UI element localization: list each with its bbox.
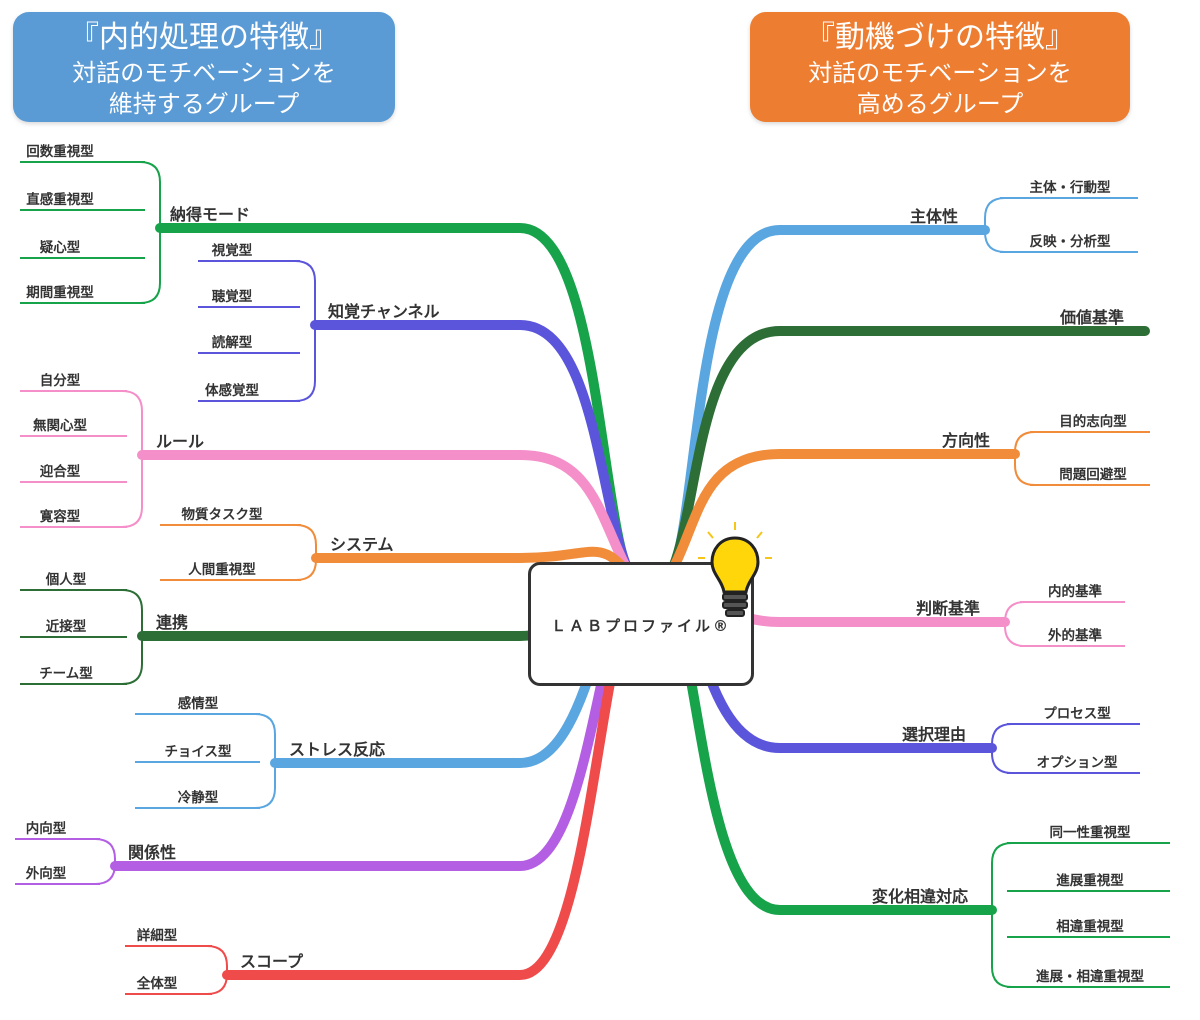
branch-line [155, 223, 637, 585]
branch-hub [984, 197, 1006, 253]
leaf-label: 相違重視型 [1056, 918, 1124, 935]
branch-label: ストレス反応 [289, 740, 385, 759]
leaf-label: 反映・分析型 [1030, 233, 1111, 250]
branch-hub [94, 838, 116, 885]
branch-hub [1014, 431, 1036, 486]
header-internal-processing: 『内的処理の特徴』 対話のモチベーションを 維持するグループ [13, 12, 395, 122]
leaf-label: 目的志向型 [1059, 413, 1127, 430]
header-left-title: 『内的処理の特徴』 [69, 20, 339, 55]
branch-hub [121, 390, 143, 528]
leaf-label: 期間重視型 [26, 284, 94, 301]
branch-hub [294, 260, 316, 402]
lightbulb-icon [698, 522, 772, 617]
leaf-label: プロセス型 [1043, 705, 1111, 722]
branch-label: 主体性 [910, 207, 958, 226]
leaf-label: 感情型 [178, 695, 219, 712]
leaf-label: 聴覚型 [212, 288, 253, 305]
leaf-label: 読解型 [212, 334, 253, 351]
branch-hub [1004, 601, 1026, 647]
leaf-label: 個人型 [45, 571, 87, 588]
branch-hub [254, 713, 276, 809]
branch-hub [991, 842, 1013, 988]
branch-hub [121, 589, 143, 685]
branch-label: システム [330, 535, 394, 554]
header-left-line1: 対話のモチベーションを [72, 59, 336, 87]
header-right-line1: 対話のモチベーションを [808, 59, 1072, 87]
header-right-title: 『動機づけの特徴』 [805, 20, 1075, 55]
branch-hub [139, 161, 161, 304]
leaf-label: 進展・相違重視型 [1036, 968, 1144, 985]
leaf-label: 近接型 [46, 618, 87, 635]
branch-label: 知覚チャンネル [328, 302, 440, 321]
branch-label: 方向性 [942, 431, 990, 450]
center-node: ＬＡＢプロファイル® [528, 562, 754, 686]
leaf-label: オプション型 [1037, 754, 1118, 771]
branch-label: 変化相違対応 [872, 887, 968, 906]
header-motivation: 『動機づけの特徴』 対話のモチベーションを 高めるグループ [750, 12, 1130, 122]
branch-label: 納得モード [170, 205, 250, 224]
leaf-label: 物質タスク型 [182, 506, 263, 523]
leaf-label: 自分型 [40, 372, 81, 389]
leaf-label: 無関心型 [33, 417, 87, 434]
leaf-label: 直感重視型 [26, 191, 94, 208]
leaf-label: 寛容型 [40, 508, 81, 525]
leaf-label: 内的基準 [1048, 583, 1102, 600]
leaf-label: 視覚型 [211, 242, 253, 259]
leaf-label: 進展重視型 [1056, 872, 1124, 889]
branch-label: スコープ [240, 952, 304, 971]
leaf-label: 問題回避型 [1059, 466, 1127, 483]
leaf-label: 主体・行動型 [1030, 179, 1111, 196]
center-label: ＬＡＢプロファイル® [550, 617, 731, 635]
leaf-label: 疑心型 [40, 239, 81, 256]
leaf-label: 冷静型 [178, 789, 219, 806]
leaf-label: 外向型 [26, 865, 67, 882]
branch-label: 価値基準 [1059, 308, 1124, 327]
leaf-label: 回数重視型 [26, 143, 94, 160]
leaf-label: 迎合型 [40, 463, 81, 480]
leaf-label: 外的基準 [1048, 627, 1102, 644]
header-right-line2: 高めるグループ [856, 90, 1024, 118]
header-left-line2: 維持するグループ [108, 90, 300, 118]
branch-label: 連携 [156, 613, 188, 632]
leaf-label: チーム型 [39, 665, 93, 682]
branch-label: ルール [156, 432, 204, 451]
branch-hub [206, 945, 228, 995]
leaf-label: 詳細型 [137, 927, 178, 944]
branch-hub [991, 723, 1013, 774]
leaf-label: 体感覚型 [205, 382, 259, 399]
branch-label: 関係性 [128, 843, 176, 862]
leaf-label: 全体型 [136, 975, 178, 992]
branch-hub [295, 524, 317, 581]
branch-label: 判断基準 [916, 599, 980, 618]
branch-label: 選択理由 [902, 725, 966, 744]
leaf-label: 人間重視型 [188, 561, 256, 578]
leaf-label: 内向型 [26, 820, 67, 837]
leaf-label: チョイス型 [164, 743, 232, 760]
leaf-label: 同一性重視型 [1050, 824, 1131, 841]
